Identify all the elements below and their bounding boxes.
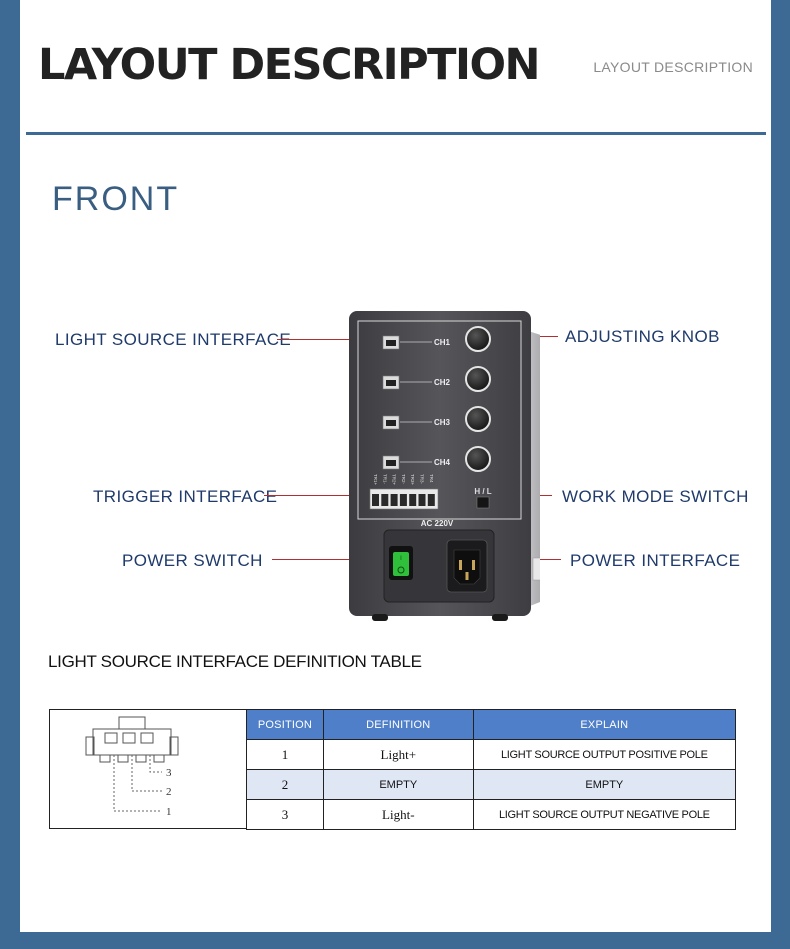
- trigger-pin[interactable]: [418, 494, 426, 506]
- adjusting-knob-ch4[interactable]: [465, 446, 491, 472]
- trigger-pin-label: TR2+: [392, 474, 397, 486]
- pin-number-2: 2: [166, 786, 172, 798]
- content-panel: LAYOUT DESCRIPTION LAYOUT DESCRIPTION FR…: [20, 0, 771, 932]
- trigger-pin-label: TR2-: [401, 474, 406, 485]
- trigger-pin-label: TR3+: [410, 474, 415, 486]
- callout-line-trigger: [264, 495, 372, 496]
- callout-work-mode-switch: WORK MODE SWITCH: [562, 487, 749, 506]
- connector-pinout-diagram: 3 2 1: [49, 709, 247, 829]
- work-mode-switch[interactable]: [476, 496, 490, 509]
- light-source-port-ch2[interactable]: [382, 375, 432, 390]
- channel-label-ch4: CH4: [434, 458, 451, 467]
- channel-label-ch1: CH1: [434, 338, 451, 347]
- voltage-label: AC 220V: [421, 519, 454, 528]
- trigger-pin[interactable]: [372, 494, 379, 506]
- cell-explain: LIGHT SOURCE OUTPUT POSITIVE POLE: [472, 739, 737, 770]
- channel-label-ch2: CH2: [434, 378, 451, 387]
- trigger-pin-label: TR4: [429, 474, 434, 483]
- cell-definition: Light+: [322, 739, 474, 770]
- callout-line-power-switch: [272, 559, 372, 560]
- trigger-pin-label: TR3-: [420, 474, 425, 485]
- header-divider: [26, 132, 766, 135]
- trigger-pin[interactable]: [427, 494, 435, 506]
- callout-adjusting-knob: ADJUSTING KNOB: [565, 327, 720, 346]
- svg-text:I: I: [400, 556, 402, 562]
- trigger-pin[interactable]: [399, 494, 407, 506]
- header-position: POSITION: [246, 709, 324, 740]
- callout-power-switch: POWER SWITCH: [122, 551, 263, 570]
- callout-light-source-interface: LIGHT SOURCE INTERFACE: [55, 330, 292, 349]
- cell-explain: LIGHT SOURCE OUTPUT NEGATIVE POLE: [472, 799, 737, 830]
- trigger-pin-label: TR1+: [373, 474, 378, 486]
- trigger-pin-label: TR1-: [382, 474, 387, 485]
- power-inlet[interactable]: [446, 539, 488, 593]
- connector-pinout-graphic: 3 2 1: [85, 716, 179, 818]
- mode-switch-label: H / L: [474, 487, 491, 496]
- callout-trigger-interface: TRIGGER INTERFACE: [93, 487, 278, 506]
- callout-line-light-source: [277, 339, 385, 340]
- table-row: 3 Light- LIGHT SOURCE OUTPUT NEGATIVE PO…: [246, 799, 737, 830]
- header-explain: EXPLAIN: [472, 709, 737, 740]
- section-title-front: FRONT: [52, 180, 180, 218]
- adjusting-knob-ch1[interactable]: [465, 326, 491, 352]
- cell-position: 2: [246, 769, 324, 800]
- cell-position: 1: [246, 739, 324, 770]
- table-row: 2 EMPTY EMPTY: [246, 769, 737, 800]
- table-row: 1 Light+ LIGHT SOURCE OUTPUT POSITIVE PO…: [246, 739, 737, 770]
- table-header-row: POSITION DEFINITION EXPLAIN: [246, 709, 737, 740]
- trigger-terminal-block: TR1+ TR1- TR2+ TR2- TR3+ TR3- TR4: [369, 474, 439, 510]
- definition-table: POSITION DEFINITION EXPLAIN 1 Light+ LIG…: [246, 709, 737, 830]
- pin-number-1: 1: [166, 806, 172, 818]
- trigger-pin[interactable]: [409, 494, 417, 506]
- callout-power-interface: POWER INTERFACE: [570, 551, 741, 570]
- adjusting-knob-ch3[interactable]: [465, 406, 491, 432]
- light-source-port-ch4[interactable]: [382, 455, 432, 470]
- light-source-port-ch3[interactable]: [382, 415, 432, 430]
- cell-definition: Light-: [322, 799, 474, 830]
- header-definition: DEFINITION: [322, 709, 474, 740]
- trigger-pin[interactable]: [390, 494, 398, 506]
- channel-label-ch3: CH3: [434, 418, 451, 427]
- light-source-port-ch1[interactable]: [382, 335, 432, 350]
- adjusting-knob-ch2[interactable]: [465, 366, 491, 392]
- page-title: LAYOUT DESCRIPTION: [38, 40, 541, 90]
- cell-explain: EMPTY: [472, 769, 737, 800]
- page-subtitle: LAYOUT DESCRIPTION: [593, 59, 753, 75]
- cell-definition: EMPTY: [322, 769, 474, 800]
- table-title: LIGHT SOURCE INTERFACE DEFINITION TABLE: [48, 652, 422, 671]
- pin-number-3: 3: [166, 767, 172, 779]
- trigger-pin[interactable]: [381, 494, 389, 506]
- cell-position: 3: [246, 799, 324, 830]
